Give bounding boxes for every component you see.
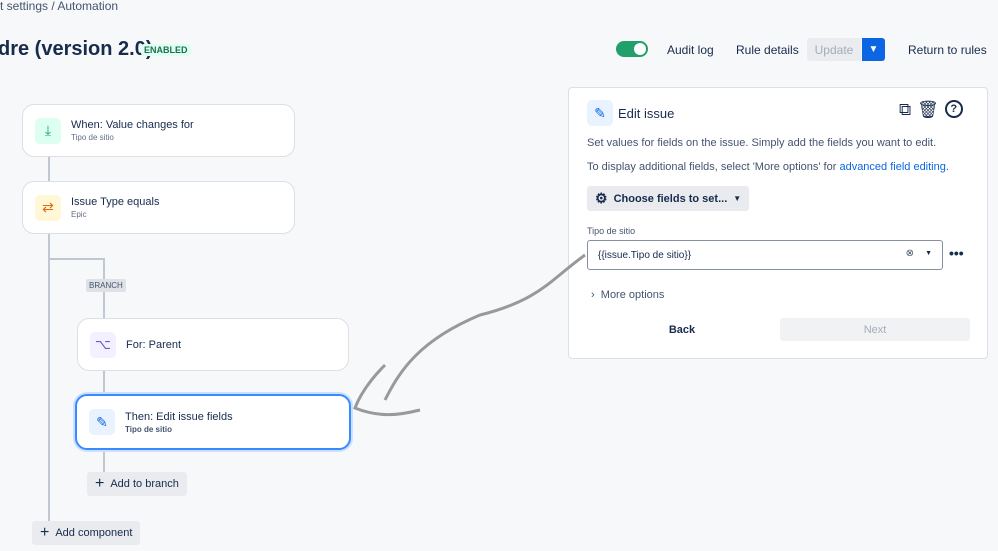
download-icon: ⤓ xyxy=(35,117,61,144)
copy-icon[interactable]: ⧉ xyxy=(899,100,912,119)
chevron-down-icon[interactable]: ▼ xyxy=(925,250,932,257)
pencil-icon: ✎ xyxy=(89,409,115,435)
add-to-branch-button[interactable]: + Add to branch xyxy=(87,472,187,496)
panel-description: Set values for fields on the issue. Simp… xyxy=(587,137,937,149)
audit-log-button[interactable]: Audit log xyxy=(667,43,714,57)
edit-issue-panel: ✎ Edit issue ⧉ 🗑? Set values for fields o… xyxy=(568,87,988,359)
trash-icon[interactable]: 🗑 xyxy=(917,100,939,119)
page-title: dre (version 2.0) xyxy=(0,38,153,60)
hierarchy-icon: ⌥ xyxy=(90,331,116,358)
choose-fields-button[interactable]: ⚙ Choose fields to set... ▼ xyxy=(587,186,750,211)
more-actions-icon[interactable]: ••• xyxy=(949,245,964,261)
trigger-title: When: Value changes for xyxy=(71,119,194,131)
plus-icon: + xyxy=(95,475,105,492)
tipo-de-sitio-field[interactable]: {{issue.Tipo de sitio}} ⊗ ▼ xyxy=(587,240,943,270)
return-to-rules-button[interactable]: Return to rules xyxy=(908,43,987,57)
enable-toggle[interactable] xyxy=(616,41,648,57)
update-dropdown-button[interactable]: ▼ xyxy=(862,38,885,61)
next-button[interactable]: Next xyxy=(780,318,970,341)
back-button[interactable]: Back xyxy=(668,323,696,336)
add-component-button[interactable]: + Add component xyxy=(32,521,141,545)
branch-title: For: Parent xyxy=(126,338,182,351)
condition-title: Issue Type equals xyxy=(71,196,160,208)
add-to-branch-label: Add to branch xyxy=(110,478,179,490)
update-button[interactable]: Update xyxy=(807,38,861,61)
gear-icon: ⚙ xyxy=(595,190,608,206)
pencil-icon: ✎ xyxy=(587,100,613,126)
clear-icon[interactable]: ⊗ xyxy=(905,248,914,259)
rule-details-button[interactable]: Rule details xyxy=(736,43,799,57)
period: . xyxy=(945,161,949,173)
shuffle-icon: ⇄ xyxy=(35,194,61,221)
panel-description-2: To display additional fields, select 'Mo… xyxy=(587,161,840,173)
more-options-label: More options xyxy=(600,289,665,301)
plus-icon: + xyxy=(40,524,50,541)
field-label: Tipo de sitio xyxy=(587,226,636,236)
breadcrumb[interactable]: t settings / Automation xyxy=(0,0,119,13)
action-sub: Tipo de sitio xyxy=(125,424,172,434)
status-badge: ENABLED xyxy=(141,44,191,56)
trigger-sub: Tipo de sitio xyxy=(71,133,114,142)
panel-title: Edit issue xyxy=(618,106,675,121)
branch-label: BRANCH xyxy=(86,279,126,292)
advanced-field-editing-link[interactable]: advanced field editing xyxy=(839,161,946,173)
action-title: Then: Edit issue fields xyxy=(125,410,233,423)
add-component-label: Add component xyxy=(55,527,133,539)
chevron-down-icon: ▼ xyxy=(733,194,742,203)
condition-sub: Epic xyxy=(71,210,87,219)
chevron-down-icon: ▼ xyxy=(868,44,879,55)
more-options-toggle[interactable]: › More options xyxy=(591,289,665,301)
help-icon[interactable]: ? xyxy=(944,100,963,118)
choose-fields-label: Choose fields to set... xyxy=(613,192,728,205)
connector-line xyxy=(48,156,50,526)
field-value: {{issue.Tipo de sitio}} xyxy=(598,250,692,261)
connector-line xyxy=(48,258,104,260)
branch-card[interactable]: ⌥ For: Parent xyxy=(77,318,349,371)
